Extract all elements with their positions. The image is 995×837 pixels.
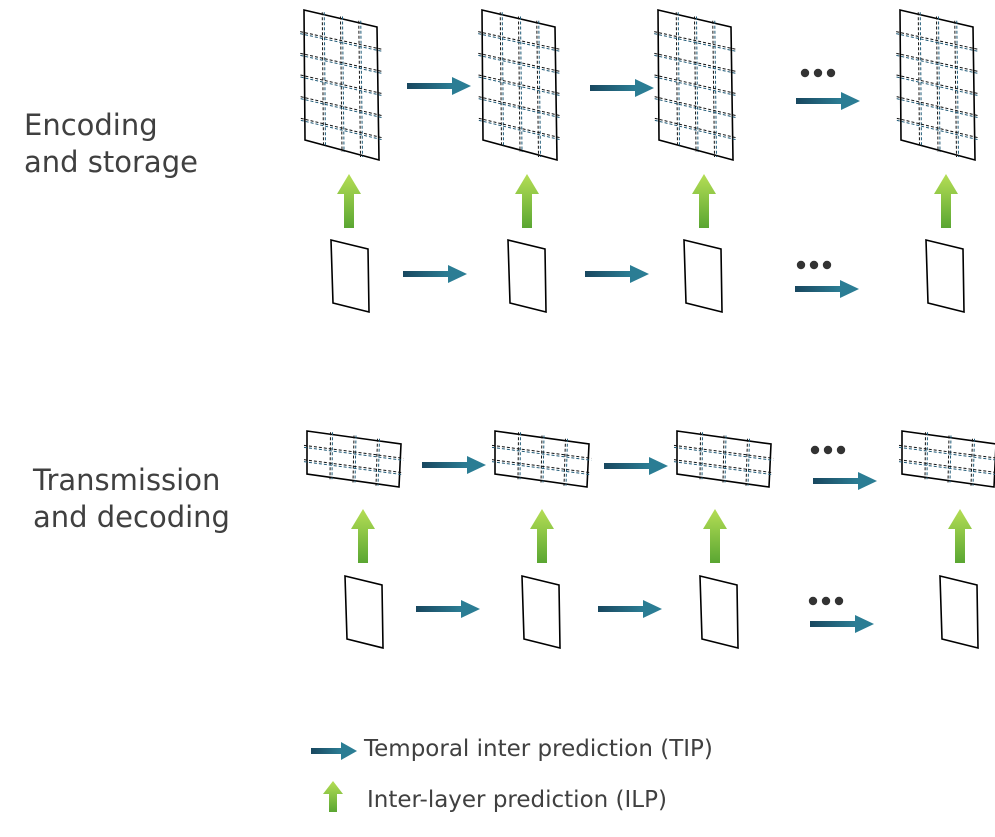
ilp-arrow-top-3 [692, 174, 716, 228]
legend-tip-label: Temporal inter prediction (TIP) [364, 736, 713, 762]
enhancement-frame-top-2 [478, 8, 561, 162]
legend-ilp-arrow-icon [323, 781, 343, 812]
tip-arrow-top-enh-2 [590, 79, 654, 97]
base-frame-bottom-1 [344, 574, 384, 650]
ellipsis-bottom-enh [810, 445, 846, 455]
ilp-arrow-top-1 [337, 174, 361, 228]
tip-arrow-bottom-enh-2 [604, 457, 668, 475]
ilp-arrow-top-2 [515, 174, 539, 228]
enhancement-frame-bottom-3 [673, 430, 774, 488]
tip-arrow-top-base-1 [403, 265, 467, 283]
ilp-arrow-bottom-4 [948, 509, 972, 563]
enhancement-frame-top-1 [300, 8, 383, 162]
tip-arrow-top-base-2 [585, 265, 649, 283]
base-frame-bottom-2 [521, 574, 561, 650]
section-label-encoding-line2: and storage [24, 145, 198, 179]
section-label-encoding-line1: Encoding [24, 108, 158, 142]
section-label-transmission-line2: and decoding [33, 500, 230, 534]
enhancement-frame-bottom-1 [303, 430, 404, 488]
enhancement-frame-top-3 [654, 8, 737, 162]
tip-arrow-top-base-3 [795, 280, 859, 298]
ellipsis-top-enh [800, 68, 836, 78]
enhancement-frame-bottom-4 [898, 430, 995, 488]
tip-arrow-bottom-enh-3 [813, 472, 877, 490]
enhancement-frame-bottom-2 [491, 430, 592, 488]
base-frame-bottom-3 [699, 574, 739, 650]
base-frame-bottom-4 [939, 574, 979, 650]
base-frame-top-4 [925, 238, 965, 314]
legend-tip-arrow-icon [311, 742, 357, 760]
tip-arrow-bottom-enh-1 [422, 456, 486, 474]
tip-arrow-bottom-base-2 [598, 600, 662, 618]
ilp-arrow-bottom-3 [703, 509, 727, 563]
ellipsis-top-base [796, 260, 832, 270]
ilp-arrow-top-4 [934, 174, 958, 228]
ilp-arrow-bottom-1 [351, 509, 375, 563]
tip-arrow-top-enh-3 [796, 92, 860, 110]
tip-arrow-bottom-base-1 [416, 600, 480, 618]
section-label-encoding: Encoding and storage [24, 107, 198, 181]
base-frame-top-3 [683, 238, 723, 314]
tip-arrow-bottom-base-3 [810, 615, 874, 633]
base-frame-top-1 [330, 238, 370, 314]
ilp-arrow-bottom-2 [530, 509, 554, 563]
section-label-transmission-line1: Transmission [33, 463, 221, 497]
ellipsis-bottom-base [808, 596, 844, 606]
legend-ilp-label: Inter-layer prediction (ILP) [367, 787, 667, 813]
section-label-transmission: Transmission and decoding [33, 462, 230, 536]
base-frame-top-2 [507, 238, 547, 314]
enhancement-frame-top-4 [896, 8, 979, 162]
tip-arrow-top-enh-1 [407, 77, 471, 95]
